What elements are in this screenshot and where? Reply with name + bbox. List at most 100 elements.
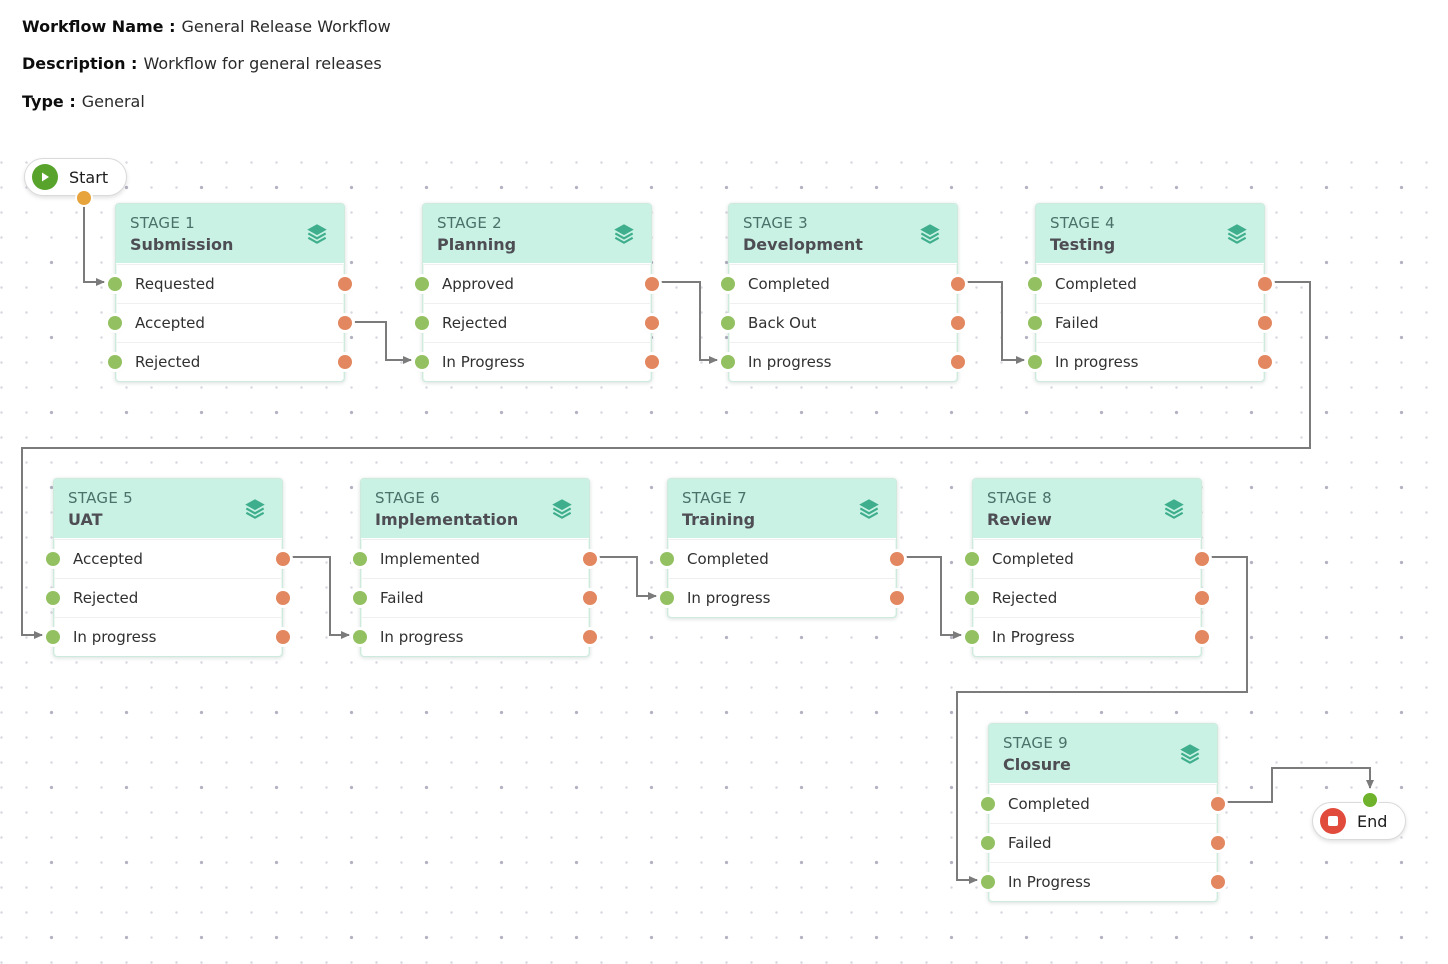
input-port[interactable] bbox=[965, 591, 979, 605]
input-port[interactable] bbox=[46, 552, 60, 566]
status-row[interactable]: Requested bbox=[108, 264, 352, 303]
start-output-port[interactable] bbox=[77, 191, 91, 205]
status-row[interactable]: Back Out bbox=[721, 303, 965, 342]
input-port[interactable] bbox=[353, 630, 367, 644]
status-row[interactable]: Failed bbox=[981, 823, 1225, 862]
input-port[interactable] bbox=[46, 591, 60, 605]
status-row[interactable]: Rejected bbox=[108, 342, 352, 381]
input-port[interactable] bbox=[981, 797, 995, 811]
input-port[interactable] bbox=[721, 277, 735, 291]
stage-id: STAGE 6 bbox=[375, 488, 441, 507]
status-row[interactable]: In Progress bbox=[981, 862, 1225, 901]
stage-card-2[interactable]: STAGE 2 Planning Approved Rejected In Pr… bbox=[415, 203, 659, 382]
status-label: In progress bbox=[380, 628, 464, 646]
output-port[interactable] bbox=[338, 316, 352, 330]
output-port[interactable] bbox=[1211, 797, 1225, 811]
status-row[interactable]: Rejected bbox=[46, 578, 290, 617]
stage-card-4[interactable]: STAGE 4 Testing Completed Failed In prog… bbox=[1028, 203, 1272, 382]
output-port[interactable] bbox=[1258, 316, 1272, 330]
stage-card-5[interactable]: STAGE 5 UAT Accepted Rejected In progres… bbox=[46, 478, 290, 657]
stage-card-3[interactable]: STAGE 3 Development Completed Back Out I… bbox=[721, 203, 965, 382]
output-port[interactable] bbox=[645, 355, 659, 369]
status-row[interactable]: Failed bbox=[353, 578, 597, 617]
status-row[interactable]: Rejected bbox=[415, 303, 659, 342]
status-row[interactable]: Rejected bbox=[965, 578, 1209, 617]
status-row[interactable]: In progress bbox=[1028, 342, 1272, 381]
stage-name: Testing bbox=[1050, 234, 1116, 254]
input-port[interactable] bbox=[108, 277, 122, 291]
input-port[interactable] bbox=[965, 630, 979, 644]
status-row[interactable]: Completed bbox=[981, 784, 1225, 823]
input-port[interactable] bbox=[353, 591, 367, 605]
status-row[interactable]: Accepted bbox=[46, 539, 290, 578]
output-port[interactable] bbox=[645, 277, 659, 291]
output-port[interactable] bbox=[1211, 875, 1225, 889]
input-port[interactable] bbox=[721, 316, 735, 330]
output-port[interactable] bbox=[276, 630, 290, 644]
stage-id: STAGE 4 bbox=[1050, 213, 1116, 232]
output-port[interactable] bbox=[890, 552, 904, 566]
input-port[interactable] bbox=[981, 836, 995, 850]
input-port[interactable] bbox=[108, 316, 122, 330]
end-node[interactable]: End bbox=[1312, 802, 1407, 840]
stage-card-7[interactable]: STAGE 7 Training Completed In progress bbox=[660, 478, 904, 618]
input-port[interactable] bbox=[1028, 316, 1042, 330]
status-label: Rejected bbox=[442, 314, 508, 332]
output-port[interactable] bbox=[890, 591, 904, 605]
output-port[interactable] bbox=[951, 355, 965, 369]
output-port[interactable] bbox=[338, 277, 352, 291]
stage-name: UAT bbox=[68, 509, 103, 529]
stage-card-1[interactable]: STAGE 1 Submission Requested Accepted Re… bbox=[108, 203, 352, 382]
status-row[interactable]: In progress bbox=[353, 617, 597, 656]
output-port[interactable] bbox=[338, 355, 352, 369]
input-port[interactable] bbox=[415, 355, 429, 369]
layers-icon bbox=[1161, 496, 1187, 522]
status-row[interactable]: Implemented bbox=[353, 539, 597, 578]
output-port[interactable] bbox=[276, 591, 290, 605]
status-row[interactable]: Failed bbox=[1028, 303, 1272, 342]
input-port[interactable] bbox=[108, 355, 122, 369]
status-row[interactable]: Approved bbox=[415, 264, 659, 303]
input-port[interactable] bbox=[660, 591, 674, 605]
stage-card-9[interactable]: STAGE 9 Closure Completed Failed In Prog… bbox=[981, 723, 1225, 902]
status-label: Accepted bbox=[73, 550, 143, 568]
output-port[interactable] bbox=[583, 630, 597, 644]
stage-card-6[interactable]: STAGE 6 Implementation Implemented Faile… bbox=[353, 478, 597, 657]
output-port[interactable] bbox=[276, 552, 290, 566]
status-row[interactable]: In Progress bbox=[965, 617, 1209, 656]
output-port[interactable] bbox=[1195, 552, 1209, 566]
status-row[interactable]: Completed bbox=[1028, 264, 1272, 303]
end-input-port[interactable] bbox=[1363, 793, 1377, 807]
status-row[interactable]: In Progress bbox=[415, 342, 659, 381]
status-row[interactable]: Completed bbox=[721, 264, 965, 303]
input-port[interactable] bbox=[353, 552, 367, 566]
status-row[interactable]: Completed bbox=[660, 539, 904, 578]
stage-card-8[interactable]: STAGE 8 Review Completed Rejected In Pro… bbox=[965, 478, 1209, 657]
input-port[interactable] bbox=[1028, 355, 1042, 369]
input-port[interactable] bbox=[46, 630, 60, 644]
input-port[interactable] bbox=[660, 552, 674, 566]
output-port[interactable] bbox=[583, 552, 597, 566]
input-port[interactable] bbox=[415, 277, 429, 291]
output-port[interactable] bbox=[583, 591, 597, 605]
input-port[interactable] bbox=[965, 552, 979, 566]
input-port[interactable] bbox=[415, 316, 429, 330]
status-row[interactable]: Accepted bbox=[108, 303, 352, 342]
output-port[interactable] bbox=[1258, 277, 1272, 291]
status-row[interactable]: In progress bbox=[660, 578, 904, 617]
input-port[interactable] bbox=[1028, 277, 1042, 291]
output-port[interactable] bbox=[951, 277, 965, 291]
output-port[interactable] bbox=[1195, 630, 1209, 644]
status-row[interactable]: In progress bbox=[721, 342, 965, 381]
output-port[interactable] bbox=[1258, 355, 1272, 369]
input-port[interactable] bbox=[721, 355, 735, 369]
input-port[interactable] bbox=[981, 875, 995, 889]
status-row[interactable]: Completed bbox=[965, 539, 1209, 578]
output-port[interactable] bbox=[645, 316, 659, 330]
output-port[interactable] bbox=[1195, 591, 1209, 605]
status-row[interactable]: In progress bbox=[46, 617, 290, 656]
output-port[interactable] bbox=[1211, 836, 1225, 850]
output-port[interactable] bbox=[951, 316, 965, 330]
stage-name: Development bbox=[743, 234, 863, 254]
start-node[interactable]: Start bbox=[24, 158, 128, 196]
